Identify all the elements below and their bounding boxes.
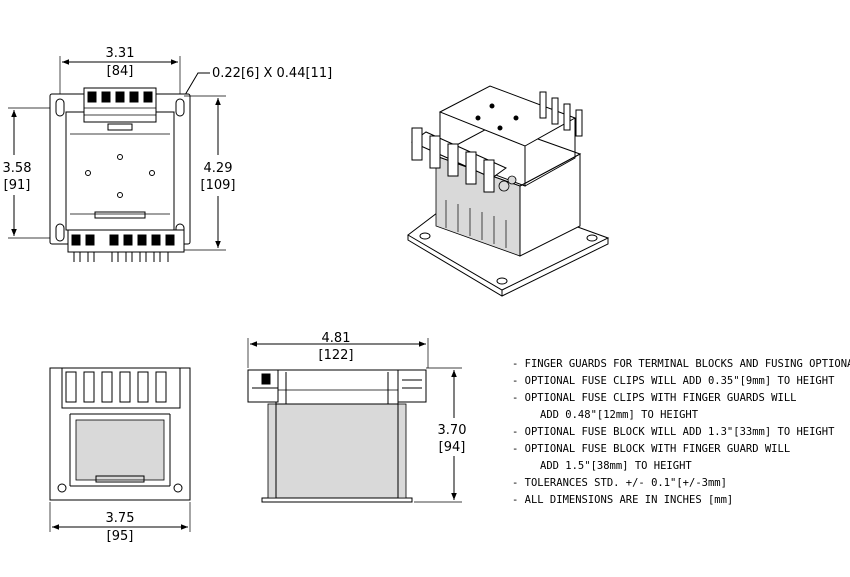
top-overall-height-label: 4.29: [204, 161, 233, 176]
iso-front-terminals: [411, 127, 517, 193]
note-line: - FINGER GUARDS FOR TERMINAL BLOCKS AND …: [512, 358, 850, 370]
mounting-slot: [55, 223, 65, 242]
top-mount-height-label: 3.58: [3, 161, 32, 176]
top-mount-height-mm-label: [91]: [4, 178, 31, 193]
front-view: 3.75 [95]: [49, 367, 191, 544]
mounting-hole: [85, 170, 91, 176]
front-width-label: 3.75: [106, 511, 135, 526]
bottom-terminal-block: [67, 229, 185, 262]
mounting-hole: [57, 483, 67, 493]
top-width-mm-label: [84]: [107, 64, 134, 79]
slot-leader-line: [184, 72, 210, 96]
top-width-label: 3.31: [106, 46, 135, 61]
notes-block: - FINGER GUARDS FOR TERMINAL BLOCKS AND …: [512, 358, 850, 506]
top-view: 3.31 [84] 0.22[6] X 0.44[11]: [3, 46, 332, 262]
mounting-hole: [117, 154, 123, 160]
mounting-hole: [173, 483, 183, 493]
isometric-view: [407, 85, 610, 297]
note-line: - OPTIONAL FUSE BLOCK WILL ADD 1.3"[33mm…: [512, 426, 835, 438]
side-coil: [275, 369, 399, 405]
mounting-slot: [55, 98, 65, 117]
side-height-label: 3.70: [438, 423, 467, 438]
note-line: - TOLERANCES STD. +/- 0.1"[+/-3mm]: [512, 477, 727, 489]
note-line: - OPTIONAL FUSE CLIPS WILL ADD 0.35"[9mm…: [512, 375, 835, 387]
side-view-base-plate: [261, 497, 413, 503]
mounting-hole: [149, 170, 155, 176]
mounting-hole: [117, 192, 123, 198]
front-core: [75, 419, 165, 481]
note-line: ADD 0.48"[12mm] TO HEIGHT: [540, 409, 699, 421]
mounting-slot: [175, 98, 185, 117]
front-width-mm-label: [95]: [107, 529, 134, 544]
note-line: - ALL DIMENSIONS ARE IN INCHES [mm]: [512, 494, 733, 506]
top-overall-height-mm-label: [109]: [201, 178, 236, 193]
note-line: - OPTIONAL FUSE CLIPS WITH FINGER GUARDS…: [512, 392, 796, 404]
slot-size-label: 0.22[6] X 0.44[11]: [212, 66, 332, 81]
note-line: - OPTIONAL FUSE BLOCK WITH FINGER GUARD …: [512, 443, 790, 455]
side-core: [267, 403, 407, 499]
top-terminal-block: [83, 87, 157, 131]
side-height-mm-label: [94]: [439, 440, 466, 455]
side-width-label: 4.81: [322, 331, 351, 346]
side-width-mm-label: [122]: [319, 348, 354, 363]
side-view: 4.81 [122] 3.70 [94]: [247, 331, 467, 503]
note-line: ADD 1.5"[38mm] TO HEIGHT: [540, 460, 692, 472]
